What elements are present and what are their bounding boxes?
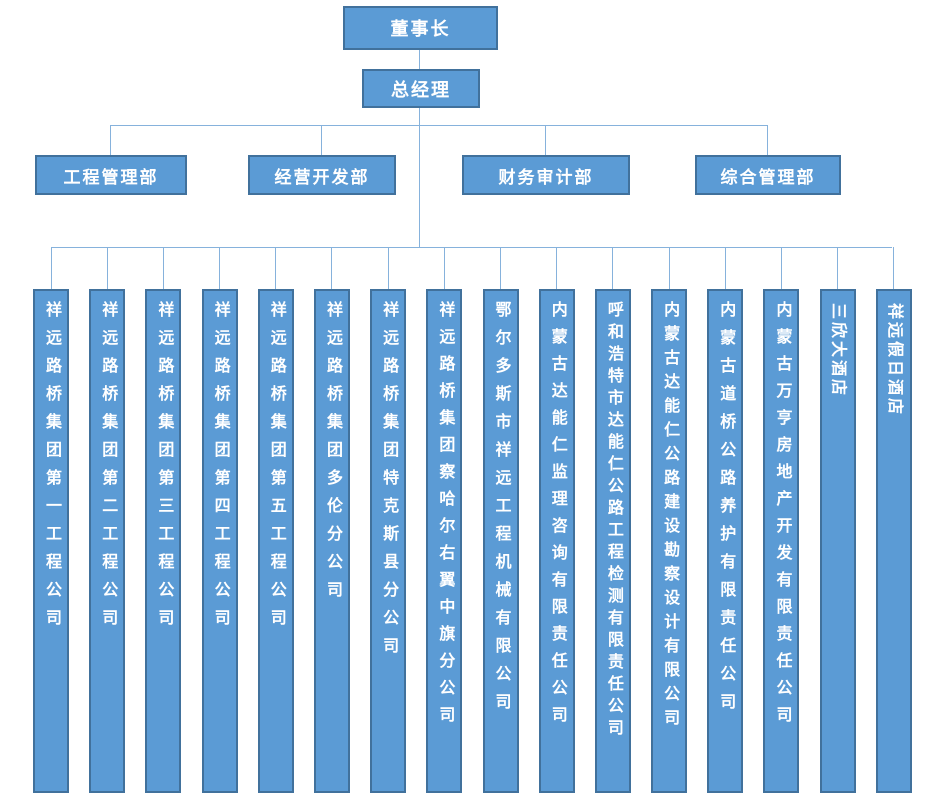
subsidiary-label: 内蒙古道桥公路养护有限责任公司 xyxy=(717,301,735,721)
subsidiary-row: 祥远路桥集团第一工程公司 祥远路桥集团第二工程公司 祥远路桥集团第三工程公司 祥远路桥… xyxy=(33,247,912,793)
org-node-subsidiary: 祥远路桥集团多伦分公司 xyxy=(313,247,350,793)
connector-line xyxy=(837,247,839,289)
department-label: 经营开发部 xyxy=(274,167,370,187)
subsidiary-label: 鄂尔多斯市祥远工程机械有限公司 xyxy=(492,301,510,721)
connector-line xyxy=(331,247,333,289)
org-node-subsidiary: 祥远路桥集团第二工程公司 xyxy=(89,247,126,793)
subsidiary-label: 祥远路桥集团第三工程公司 xyxy=(155,301,173,637)
org-node-subsidiary: 祥远路桥集团第一工程公司 xyxy=(33,247,69,793)
org-node-chairman: 董事长 xyxy=(343,6,498,50)
connector-line xyxy=(387,247,389,289)
subsidiary-label: 祥远假日酒店 xyxy=(885,303,903,418)
connector-line xyxy=(106,247,108,289)
org-node-subsidiary: 祥远路桥集团特克斯县分公司 xyxy=(370,247,407,793)
connector-line xyxy=(321,125,322,155)
org-node-subsidiary: 鄂尔多斯市祥远工程机械有限公司 xyxy=(482,247,519,793)
connector-line xyxy=(50,247,52,289)
subsidiary-label: 祥远路桥集团第四工程公司 xyxy=(211,301,229,637)
subsidiary-box: 祥远路桥集团多伦分公司 xyxy=(313,289,350,793)
connector-line xyxy=(162,247,164,289)
org-node-general-manager: 总经理 xyxy=(362,69,480,108)
connector-line xyxy=(780,247,782,289)
org-node-department-finance-audit: 财务审计部 xyxy=(462,155,630,195)
org-node-subsidiary: 祥远路桥集团第四工程公司 xyxy=(201,247,238,793)
subsidiary-box: 三欣大酒店 xyxy=(819,289,856,793)
subsidiary-box: 祥远路桥集团第四工程公司 xyxy=(201,289,238,793)
org-node-department-engineering: 工程管理部 xyxy=(35,155,187,195)
subsidiary-label: 祥远路桥集团第一工程公司 xyxy=(43,301,60,637)
org-node-subsidiary: 祥远路桥集团第三工程公司 xyxy=(145,247,182,793)
connector-line xyxy=(767,125,768,155)
subsidiary-label: 内蒙古万亨房地产开发有限责任公司 xyxy=(773,301,791,733)
connector-line xyxy=(275,247,277,289)
subsidiary-label: 祥远路桥集团第五工程公司 xyxy=(267,301,285,637)
org-node-subsidiary: 内蒙古道桥公路养护有限责任公司 xyxy=(707,247,744,793)
connector-line xyxy=(419,108,420,247)
connector-line xyxy=(556,247,558,289)
subsidiary-label: 内蒙古达能仁监理咨询有限责任公司 xyxy=(548,301,566,733)
subsidiary-box: 祥远路桥集团特克斯县分公司 xyxy=(370,289,407,793)
connector-line xyxy=(668,247,670,289)
department-label: 工程管理部 xyxy=(63,167,159,187)
department-label: 财务审计部 xyxy=(498,167,594,187)
subsidiary-box: 内蒙古道桥公路养护有限责任公司 xyxy=(707,289,744,793)
connector-line xyxy=(110,125,111,155)
subsidiary-box: 祥远路桥集团第一工程公司 xyxy=(33,289,69,793)
subsidiary-box: 内蒙古达能仁监理咨询有限责任公司 xyxy=(538,289,575,793)
chairman-label: 董事长 xyxy=(390,19,451,39)
connector-line xyxy=(545,125,546,155)
subsidiary-box: 祥远路桥集团第三工程公司 xyxy=(145,289,182,793)
connector-line xyxy=(219,247,221,289)
general-manager-label: 总经理 xyxy=(391,79,451,100)
org-node-subsidiary: 内蒙古万亨房地产开发有限责任公司 xyxy=(763,247,800,793)
connector-line xyxy=(500,247,501,289)
subsidiary-label: 祥远路桥集团特克斯县分公司 xyxy=(380,301,398,665)
subsidiary-box: 祥远路桥集团第二工程公司 xyxy=(89,289,126,793)
subsidiary-box: 祥远假日酒店 xyxy=(875,289,912,793)
subsidiary-label: 呼和浩特市达能仁公路工程检测有限责任公司 xyxy=(604,301,622,741)
connector-line xyxy=(893,247,895,289)
org-node-department-general-management: 综合管理部 xyxy=(695,155,841,195)
connector-line xyxy=(111,125,768,126)
connector-line xyxy=(51,247,892,248)
org-node-department-business-development: 经营开发部 xyxy=(248,155,396,195)
connector-line xyxy=(419,50,420,69)
org-node-subsidiary: 内蒙古达能仁监理咨询有限责任公司 xyxy=(538,247,575,793)
subsidiary-box: 祥远路桥集团察哈尔右翼中旗分公司 xyxy=(426,289,463,793)
subsidiary-label: 三欣大酒店 xyxy=(829,303,847,399)
subsidiary-label: 祥远路桥集团多伦分公司 xyxy=(323,301,341,609)
subsidiary-label: 内蒙古达能仁公路建设勘察设计有限公司 xyxy=(661,301,679,733)
subsidiary-box: 呼和浩特市达能仁公路工程检测有限责任公司 xyxy=(594,289,631,793)
org-node-subsidiary: 祥远路桥集团察哈尔右翼中旗分公司 xyxy=(426,247,463,793)
org-node-subsidiary: 三欣大酒店 xyxy=(819,247,856,793)
subsidiary-box: 鄂尔多斯市祥远工程机械有限公司 xyxy=(482,289,519,793)
org-node-subsidiary: 祥远假日酒店 xyxy=(875,247,912,793)
org-node-subsidiary: 祥远路桥集团第五工程公司 xyxy=(257,247,294,793)
subsidiary-label: 祥远路桥集团察哈尔右翼中旗分公司 xyxy=(436,301,454,733)
org-node-subsidiary: 内蒙古达能仁公路建设勘察设计有限公司 xyxy=(651,247,688,793)
subsidiary-box: 内蒙古达能仁公路建设勘察设计有限公司 xyxy=(651,289,688,793)
subsidiary-label: 祥远路桥集团第二工程公司 xyxy=(99,301,117,637)
connector-line xyxy=(724,247,726,289)
department-label: 综合管理部 xyxy=(720,167,816,187)
connector-line xyxy=(612,247,614,289)
subsidiary-box: 祥远路桥集团第五工程公司 xyxy=(257,289,294,793)
connector-line xyxy=(443,247,445,289)
org-node-subsidiary: 呼和浩特市达能仁公路工程检测有限责任公司 xyxy=(594,247,631,793)
subsidiary-box: 内蒙古万亨房地产开发有限责任公司 xyxy=(763,289,800,793)
